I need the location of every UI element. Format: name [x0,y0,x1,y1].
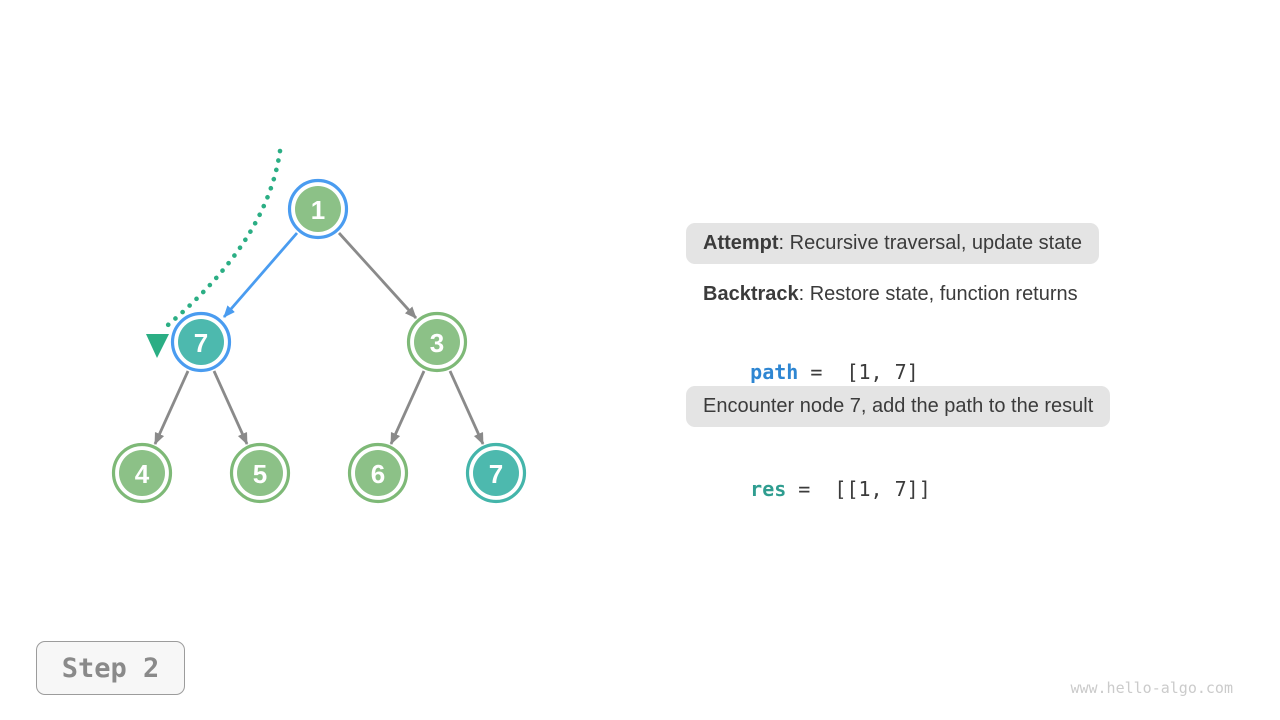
backtrack-label: Backtrack [703,283,799,305]
edge-7-5 [212,370,249,445]
step-badge: Step 2 [36,641,185,695]
node-circle [178,319,224,365]
node-label: 5 [253,459,267,489]
edge-3-6 [389,370,426,445]
node-label: 7 [194,328,208,358]
node-label: 7 [489,459,503,489]
res-code-line: res = [[1, 7]] [702,449,931,530]
tree-node-6: 6 [347,442,409,504]
path-variable: path [750,360,799,384]
node-label: 1 [311,195,325,225]
node-circle [119,450,165,496]
traversal-trace-dotted-path [159,148,283,333]
tree-node-3: 3 [406,311,468,373]
tree-node-4: 4 [111,442,173,504]
tree-node-7-target: 7 [465,442,527,504]
node-circle [414,319,460,365]
node-circle [295,186,341,232]
trace-arrow-icon [146,334,169,358]
tree-node-7-current: 7 [170,311,232,373]
edge-1-7-active [222,232,299,318]
node-circle [473,450,519,496]
node-label: 4 [135,459,150,489]
res-value: = [[1, 7]] [798,477,931,501]
backtrack-line: Backtrack: Restore state, function retur… [703,281,1078,308]
node-circle [237,450,283,496]
edge-7-4 [153,370,190,445]
path-code-line: path = [1, 7] [702,332,919,413]
attempt-badge: Attempt: Recursive traversal, update sta… [686,223,1100,264]
node-label: 3 [430,328,444,358]
attempt-text: : Recursive traversal, update state [778,232,1083,254]
encounter-text: Encounter node 7, add the path to the re… [703,395,1094,417]
tree-node-root-1: 1 [287,178,349,240]
edge-3-7 [448,370,485,445]
backtrack-text: : Restore state, function returns [798,283,1078,305]
watermark: www.hello-algo.com [1070,679,1233,697]
node-label: 6 [371,459,385,489]
attempt-label: Attempt [703,232,779,254]
edge-1-3 [337,232,418,319]
node-circle [355,450,401,496]
tree-node-5: 5 [229,442,291,504]
res-variable: res [750,477,787,501]
step-label: Step 2 [61,652,160,684]
encounter-badge: Encounter node 7, add the path to the re… [686,386,1111,427]
path-value: = [1, 7] [810,360,919,384]
